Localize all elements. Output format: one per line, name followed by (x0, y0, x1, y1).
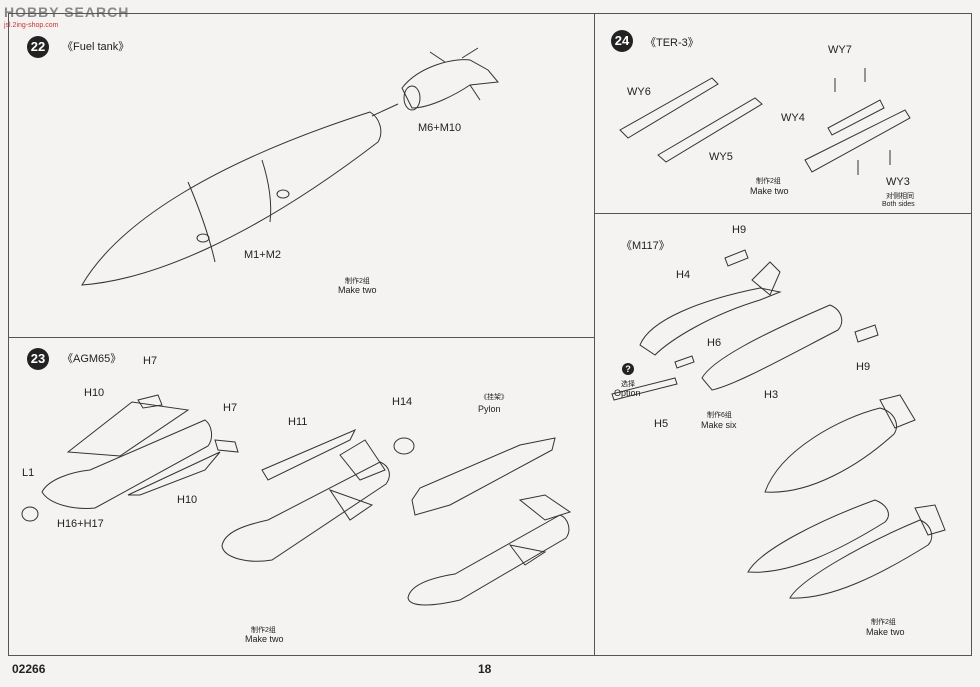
ter3-assembly (804, 109, 911, 173)
label-wy3: WY3 (886, 176, 910, 188)
m117-h4-fins (751, 261, 781, 296)
fuel-tank-seam (187, 181, 216, 263)
label-h16-h17: H16+H17 (57, 518, 104, 530)
m117-bomb-lower-2 (789, 519, 933, 599)
label-h5: H5 (654, 418, 669, 430)
fuel-tank-port2 (276, 189, 290, 199)
fuel-tank-body (81, 111, 382, 286)
label-h11: H11 (288, 416, 308, 428)
label-h6: H6 (707, 337, 722, 349)
label-h7-a: H7 (143, 355, 158, 367)
page-frame (8, 13, 972, 656)
step-22-make-cn: 制作2组 (345, 278, 370, 285)
agm65-wing-1 (66, 401, 190, 457)
label-m6-m10: M6+M10 (418, 122, 462, 134)
label-wy7: WY7 (828, 44, 852, 56)
watermark-brand: HOBBY SEARCH (4, 4, 130, 20)
m117-h9-top (724, 249, 749, 267)
step-23-make-en: Make two (245, 634, 284, 644)
label-h10-a: H10 (84, 387, 105, 399)
step-24-both-cn: 对侧相同 (886, 193, 914, 200)
label-l1: L1 (22, 467, 35, 479)
ter3-assembly-top (827, 99, 885, 136)
fuel-tank-fin (429, 47, 481, 101)
page-number: 18 (478, 662, 492, 676)
agm65-assembled-fins (328, 439, 386, 521)
m117-bomb-lower-fins (914, 504, 946, 536)
step-24-badge: 24 (611, 30, 633, 52)
watermark-site: jsl.2ing-shop.com (4, 22, 59, 29)
fuel-tank-tail-cone (401, 59, 499, 109)
kit-number: 02266 (12, 662, 46, 676)
option-cn: 选择 (621, 381, 635, 388)
step-22-make-en: Make two (338, 285, 377, 295)
pylon-upper (411, 437, 556, 516)
step-24-both-en: Both sides (882, 201, 915, 208)
m117-h5 (611, 377, 678, 401)
ter3-rail-1 (619, 77, 719, 139)
label-h4: H4 (676, 269, 691, 281)
label-h7-b: H7 (223, 402, 238, 414)
m117-title: 《M117》 (621, 240, 670, 252)
label-h9-bottom: H9 (856, 361, 871, 373)
m117-h3 (701, 304, 843, 391)
label-h14: H14 (392, 396, 413, 408)
label-m1-m2: M1+M2 (244, 249, 281, 261)
divider-horizontal-right (594, 213, 972, 214)
option-en: Option (614, 388, 641, 398)
step-24-make-en: Make two (750, 186, 789, 196)
pylon-missile (407, 514, 570, 606)
m117-h9-bottom (854, 324, 879, 343)
step-23-make-cn: 制作2组 (251, 627, 276, 634)
m117-bomb-big (764, 407, 897, 493)
fuel-tank-arrow (371, 103, 399, 117)
m117-h4 (639, 287, 782, 356)
label-wy5: WY5 (709, 151, 733, 163)
divider-vertical (594, 13, 595, 656)
ter3-rail-2 (657, 97, 763, 163)
m117-h6 (674, 355, 695, 369)
divider-horizontal-left (8, 337, 595, 338)
step-24-make-cn: 制作2组 (756, 178, 781, 185)
label-h9-top: H9 (732, 224, 747, 236)
step-23-title: 《AGM65》 (62, 353, 122, 365)
label-h10-b: H10 (177, 494, 198, 506)
agm65-seeker (393, 437, 415, 455)
agm65-lens (21, 506, 39, 522)
m117-bomb-big-fins (879, 394, 916, 429)
option-question-icon: ? (622, 363, 634, 375)
label-h3: H3 (764, 389, 779, 401)
label-wy6: WY6 (627, 86, 651, 98)
fuel-tank-port (196, 233, 210, 243)
m117-bomb-lower-1 (747, 499, 889, 573)
agm65-fin (137, 394, 163, 409)
step-24-title: 《TER-3》 (645, 37, 699, 49)
agm65-body-1 (41, 419, 213, 509)
step-22-title: 《Fuel tank》 (62, 41, 130, 53)
agm65-assembled-wing (261, 429, 357, 481)
label-pylon-en: Pylon (478, 404, 501, 414)
fuel-tank-seam2 (261, 159, 272, 223)
fuel-tank-tail-ring (403, 85, 421, 111)
agm65-fin-2 (214, 439, 239, 453)
m117-make-six-en: Make six (701, 420, 737, 430)
m117-make-six-cn: 制作6组 (707, 412, 732, 419)
step-23-badge: 23 (27, 348, 49, 370)
label-pylon-cn: 《挂架》 (480, 394, 508, 401)
step-22-badge: 22 (27, 36, 49, 58)
m117-make-two-en: Make two (866, 627, 905, 637)
pylon-missile-fins (508, 494, 572, 566)
ter3-hooks (834, 68, 891, 175)
agm65-assembled (221, 461, 390, 562)
m117-make-two-cn: 制作2组 (871, 619, 896, 626)
agm65-wing-2 (127, 451, 221, 496)
label-wy4: WY4 (781, 112, 805, 124)
